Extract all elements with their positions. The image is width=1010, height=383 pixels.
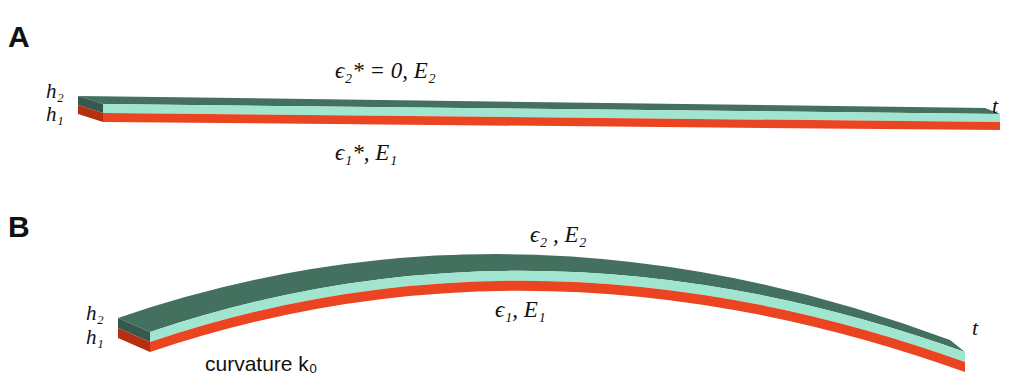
flat-strip <box>78 96 1000 130</box>
curvature-label: curvature k₀ <box>205 352 318 375</box>
layer-label: ϵ₂ , E₂ <box>530 222 587 247</box>
bottom-layer <box>103 113 1000 130</box>
end-face-bottom <box>78 105 103 122</box>
width-label: t <box>972 316 978 340</box>
panel-letter: B <box>8 210 30 243</box>
top-face <box>118 254 965 352</box>
thickness-label: h₂ <box>46 80 64 103</box>
thickness-label: h₁ <box>86 326 104 349</box>
layer-label: ϵ₂* = 0, E₂ <box>335 58 436 83</box>
thickness-label: h₂ <box>86 302 104 325</box>
layer-label: ϵ₁, E₁ <box>495 297 546 322</box>
layer-label: ϵ₁*, E₁ <box>335 140 397 165</box>
thickness-label: h₁ <box>46 103 64 126</box>
width-label: t <box>992 94 998 118</box>
panel-letter: A <box>8 20 30 53</box>
end-face-bottom <box>118 328 150 352</box>
